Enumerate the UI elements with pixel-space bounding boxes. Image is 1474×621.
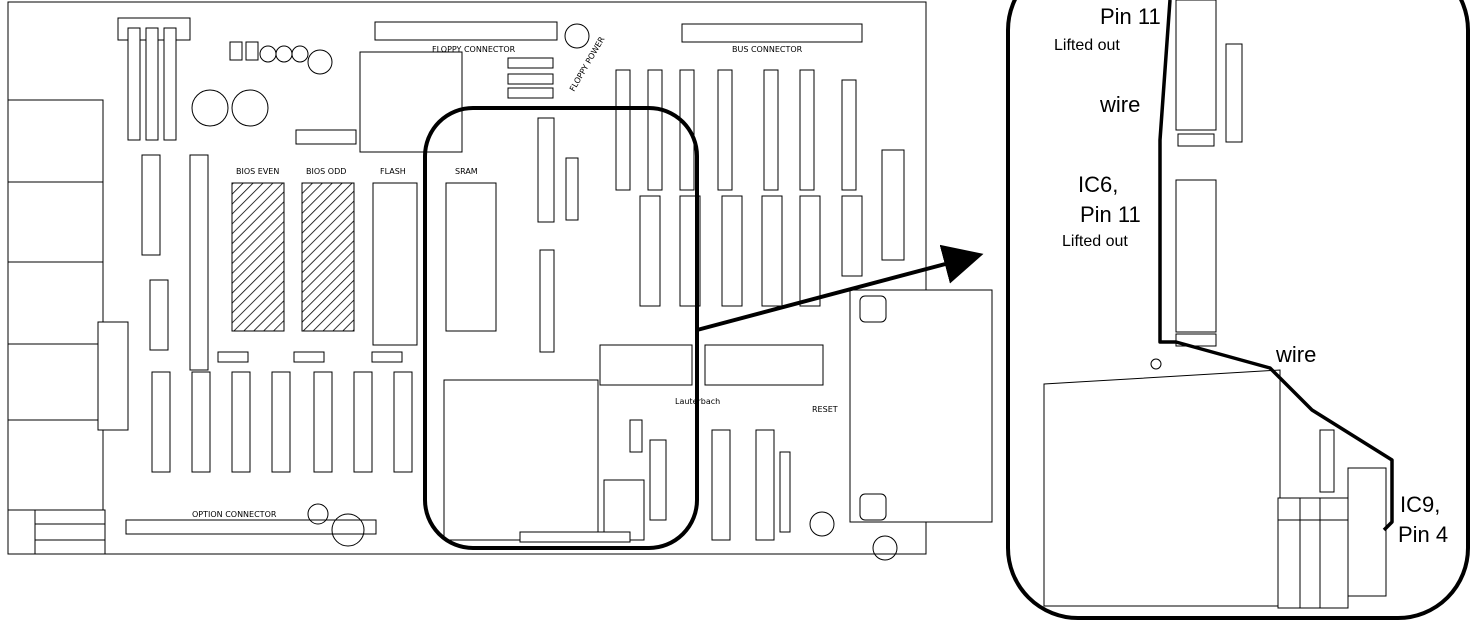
ic9-pin-label: Pin 4 xyxy=(1398,522,1448,547)
detail-module xyxy=(1043,369,1281,607)
sram-label: SRAM xyxy=(455,167,478,176)
option-connector xyxy=(125,519,377,535)
ic6-lifted-label: Lifted out xyxy=(1062,233,1128,250)
bios-even-label: BIOS EVEN xyxy=(236,167,279,176)
reset-module xyxy=(849,289,993,523)
flash-label: FLASH xyxy=(380,167,406,176)
floppy-power-label: FLOPPY POWER xyxy=(568,35,607,93)
bios-odd-chip xyxy=(301,182,355,332)
bottom-left-connector xyxy=(34,509,106,555)
bios-even-chip xyxy=(231,182,285,332)
reset-label: RESET xyxy=(812,405,838,414)
cpu-socket xyxy=(359,51,463,153)
left-connector-block xyxy=(7,99,104,511)
option-connector-label: OPTION CONNECTOR xyxy=(192,510,277,519)
left-ic xyxy=(97,321,129,431)
wire-mid-label: wire xyxy=(1275,342,1316,367)
top-ic xyxy=(1175,0,1217,131)
pcb-board: FLOPPY CONNECTOR BUS CONNECTOR FLOPPY PO… xyxy=(7,1,993,561)
ic6-chip xyxy=(1175,179,1217,333)
wire-top-label: wire xyxy=(1099,92,1140,117)
bus-connector-label: BUS CONNECTOR xyxy=(732,45,803,54)
floppy-connector-label: FLOPPY CONNECTOR xyxy=(432,45,516,54)
sram-chip xyxy=(445,182,497,332)
detail-frame xyxy=(1006,0,1470,620)
jumper-wire xyxy=(1158,0,1394,532)
large-module xyxy=(443,379,599,541)
ic6-name-label: IC6, xyxy=(1078,172,1118,197)
bios-odd-label: BIOS ODD xyxy=(306,167,346,176)
flash-chip xyxy=(372,182,418,346)
top-lifted-label: Lifted out xyxy=(1054,37,1120,54)
floppy-connector xyxy=(374,21,558,41)
ic9-name-label: IC9, xyxy=(1400,492,1440,517)
detail-view: Pin 11 Lifted out wire IC6, Pin 11 Lifte… xyxy=(1006,0,1470,620)
bus-connector xyxy=(681,23,863,43)
top-pin-label: Pin 11 xyxy=(1100,4,1161,29)
zoom-arrow xyxy=(696,244,984,332)
ic6-pin-label: Pin 11 xyxy=(1080,202,1141,227)
